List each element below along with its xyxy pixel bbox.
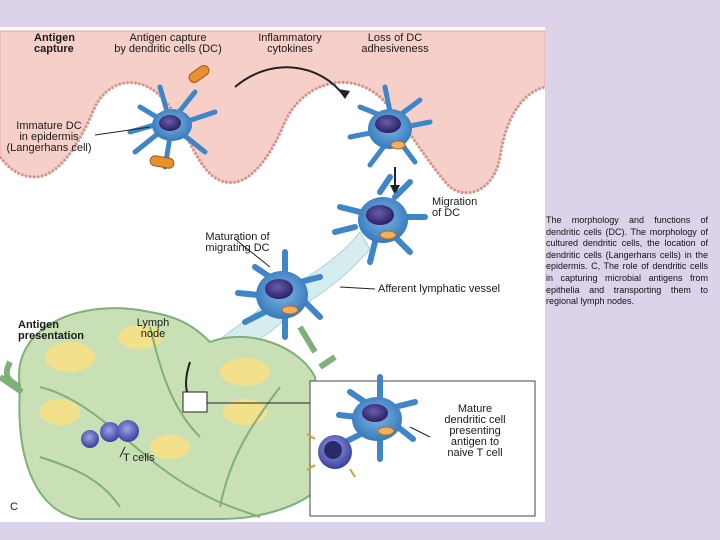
capture-to-activation-arrow: [234, 66, 346, 98]
microbe-2: [149, 155, 175, 169]
maturation-label: Maturation of migrating DC: [205, 231, 270, 254]
inflammatory-cytokines-label: Inflammatory cytokines: [258, 32, 322, 55]
basement-membrane: [0, 80, 545, 195]
migrating-dendritic-cell: [332, 174, 428, 265]
zoom-region-box: [182, 391, 208, 413]
migration-of-dc-label: Migration of DC: [432, 196, 478, 219]
dendritic-cell-figure: Antigen capture Antigen capture by dendr…: [0, 27, 545, 522]
panel-letter: C: [10, 501, 18, 513]
lymph-node-label: Lymph node: [136, 317, 170, 340]
loss-of-adhesiveness-label: Loss of DC adhesiveness: [361, 32, 429, 55]
capture-by-dc-label: Antigen capture by dendritic cells (DC): [114, 32, 222, 55]
diagram-artwork: [0, 30, 545, 520]
t-cells-in-node: [81, 420, 139, 448]
lymphoid-follicles: [40, 325, 270, 459]
mature-dc-inset: [336, 374, 418, 462]
mature-dc-label: Mature dendritic cell presenting antigen…: [444, 403, 506, 459]
lymph-node-trabeculae: [39, 326, 281, 518]
naive-t-cell-inset: [306, 433, 356, 478]
activated-dendritic-cell: [347, 84, 433, 168]
immature-dc-label: Immature DC in epidermis (Langerhans cel…: [6, 120, 92, 154]
maturing-dendritic-cell: [235, 249, 323, 340]
arrow-head: [338, 89, 350, 99]
antigen-capture-heading: Antigen capture: [34, 32, 75, 55]
afferent-vessel-label: Afferent lymphatic vessel: [378, 283, 501, 295]
microbe-1: [188, 65, 210, 83]
epidermis-layer: [0, 30, 545, 194]
t-cells-label: T cells: [123, 452, 155, 464]
figure-caption: The morphology and functions of dendriti…: [546, 215, 708, 307]
antigen-presentation-heading: Antigen presentation: [18, 319, 85, 342]
